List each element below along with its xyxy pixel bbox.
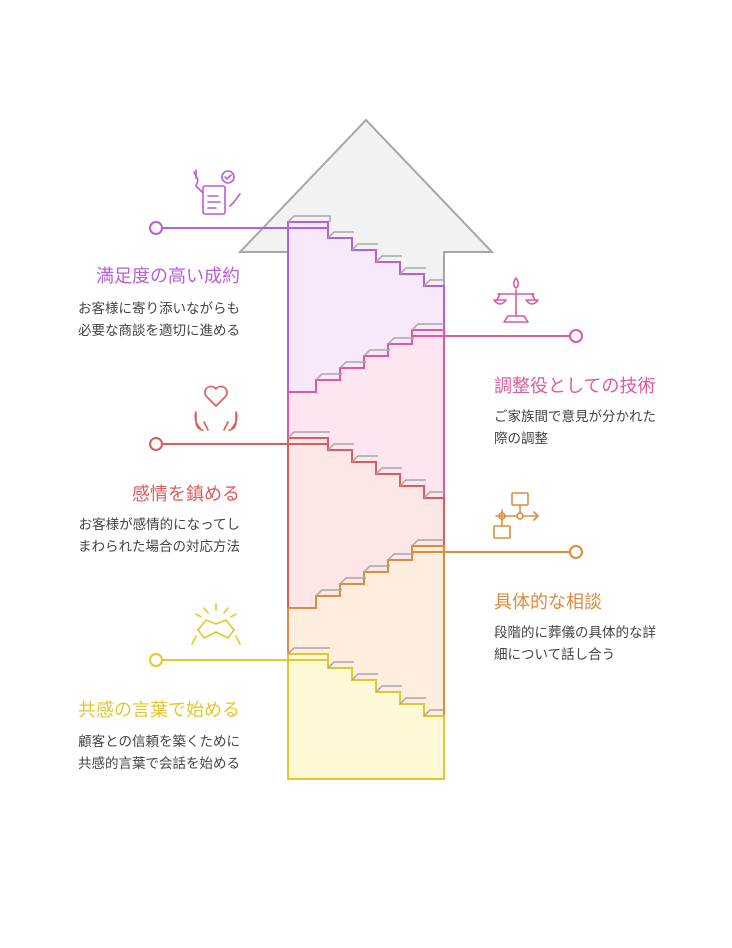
step-desc-mediator-line2: 際の調整 [494,431,548,447]
step-desc-closing-line2: 必要な商談を適切に進める [78,323,240,339]
connector-closing [149,221,328,235]
step-title-empathy: 共感の言葉で始める [78,700,240,721]
step-desc-consult-line1: 段階的に葬儀の具体的な詳 [494,625,656,641]
flowchart-icon [493,492,539,539]
step-desc-empathy-line1: 顧客との信頼を築くために [78,734,240,750]
step-desc-empathy-line2: 共感的言葉で会話を始める [78,756,240,772]
step-title-closing: 満足度の高い成約 [96,266,240,287]
handshake-icon [191,603,241,645]
step-desc-calm-line1: お客様が感情的になってし [78,517,240,533]
heart-hands-icon [194,385,238,431]
connector-empathy [149,653,328,667]
step-title-calm: 感情を鎮める [132,484,240,505]
step-title-mediator: 調整役としての技術 [494,376,656,397]
step-edges [287,215,444,717]
connector-calm [149,437,328,451]
step-desc-consult-line2: 細について話し合う [494,647,616,663]
stair-band-empathy [287,653,445,780]
contract-hands-icon [193,169,241,215]
connector-mediator [412,329,583,343]
step-desc-closing-line1: お客様に寄り添いながらも [78,301,240,317]
balance-scale-icon [493,277,539,323]
step-desc-calm-line2: まわられた場合の対応方法 [78,539,240,555]
step-desc-mediator-line1: ご家族間で意見が分かれた [494,409,656,425]
connector-consult [412,545,583,559]
step-title-consult: 具体的な相談 [494,592,602,613]
